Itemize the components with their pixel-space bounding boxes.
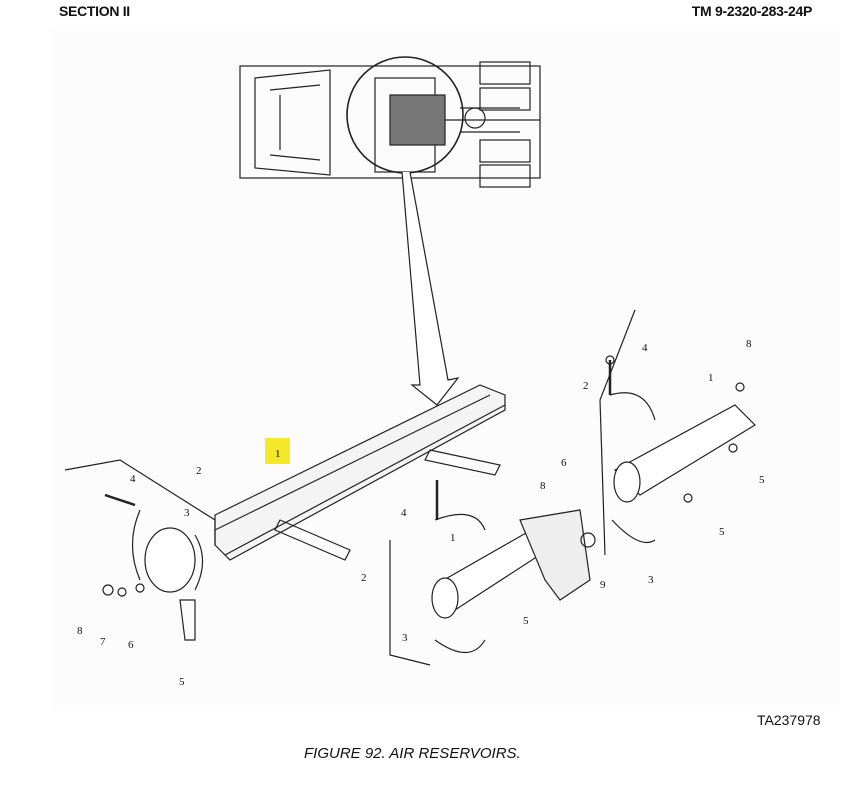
callout: 2 (361, 572, 367, 584)
section-label: SECTION II (59, 3, 130, 19)
callout: 3 (648, 574, 654, 586)
figure-caption: FIGURE 92. AIR RESERVOIRS. (304, 745, 521, 762)
callout: 4 (130, 473, 136, 485)
callout: 3 (402, 632, 408, 644)
callout: 8 (540, 480, 546, 492)
locator-arrow (401, 171, 460, 406)
illustration-id: TA237978 (757, 712, 821, 728)
callout: 1 (708, 372, 714, 384)
callout: 2 (196, 465, 202, 477)
truck-locator-view (239, 56, 541, 188)
callout: 6 (561, 457, 567, 469)
callout: 5 (523, 615, 529, 627)
callout: 7 (100, 636, 106, 648)
callout: 6 (128, 639, 134, 651)
left-reservoir-assembly (64, 459, 216, 641)
manual-number: TM 9-2320-283-24P (691, 3, 813, 19)
callout: 3 (184, 507, 190, 519)
callout: 1 (450, 532, 456, 544)
callout: 5 (759, 474, 765, 486)
highlight-marker (265, 438, 290, 464)
highlighted-callout: 1 (275, 448, 281, 460)
callout: 8 (77, 625, 83, 637)
callout: 5 (719, 526, 725, 538)
callout: 2 (583, 380, 589, 392)
callout: 9 (600, 579, 606, 591)
callout: 5 (179, 676, 185, 688)
callout: 4 (642, 342, 648, 354)
callout: 8 (746, 338, 752, 350)
right-reservoir-assembly (599, 309, 756, 556)
callout: 4 (401, 507, 407, 519)
frame-rail (214, 384, 506, 561)
middle-reservoir-assembly (389, 480, 596, 666)
